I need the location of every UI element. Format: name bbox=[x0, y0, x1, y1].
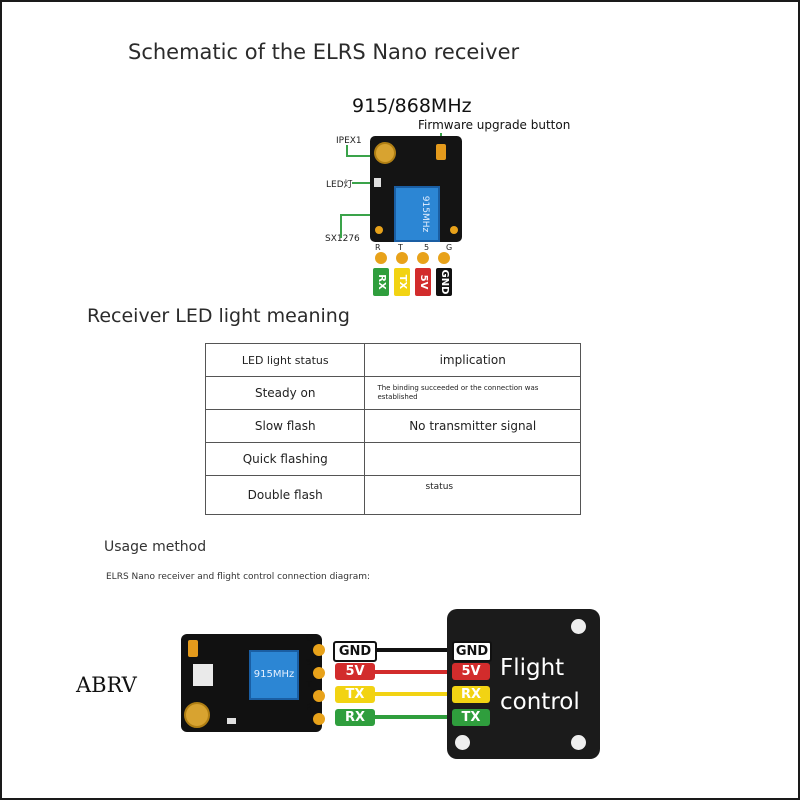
table-row: Double flash status bbox=[204, 475, 581, 515]
led-meaning-table: LED light status implication Steady on T… bbox=[204, 343, 581, 515]
pin-letter-t: T bbox=[306, 680, 312, 690]
status-cell: Quick flashing bbox=[204, 442, 366, 476]
flight-controller-board bbox=[447, 609, 600, 759]
solder-pad-tx bbox=[396, 252, 408, 264]
header-implication: implication bbox=[364, 343, 581, 377]
pin-letter-g: G bbox=[306, 634, 313, 644]
pin-label-gnd: GND bbox=[436, 268, 452, 296]
receiver-tag-5v: 5V bbox=[335, 663, 375, 680]
flight-control-label-line2: control bbox=[500, 689, 580, 715]
chip-leader-line bbox=[340, 214, 342, 238]
pad-t bbox=[313, 690, 325, 702]
mount-hole-icon bbox=[455, 735, 470, 750]
pin-label-rx: RX bbox=[373, 268, 389, 296]
ipex-leader-line bbox=[346, 155, 372, 157]
meaning-cell: The binding succeeded or the connection … bbox=[364, 376, 581, 410]
led-leader-line bbox=[352, 182, 374, 184]
led-callout: LED灯 bbox=[326, 180, 353, 190]
pad-g bbox=[313, 644, 325, 656]
pad-gnd bbox=[450, 226, 458, 234]
flight-control-label-line1: Flight bbox=[500, 655, 565, 681]
receiver-tag-tx: TX bbox=[335, 686, 375, 703]
firmware-button-label: Firmware upgrade button bbox=[418, 118, 571, 132]
pin-letter-t: T bbox=[398, 243, 403, 252]
fc-tag-gnd: GND bbox=[452, 641, 492, 662]
usage-subtitle: ELRS Nano receiver and flight control co… bbox=[106, 572, 371, 582]
table-header-row: LED light status implication bbox=[204, 343, 581, 377]
firmware-button-icon bbox=[436, 144, 446, 160]
receiver-tag-gnd: GND bbox=[333, 641, 377, 662]
solder-pad-5v bbox=[417, 252, 429, 264]
wire-gnd bbox=[368, 648, 454, 652]
led-section-title: Receiver LED light meaning bbox=[87, 305, 350, 327]
chip-callout: SX1276 bbox=[325, 234, 360, 244]
watermark-text: ABRV bbox=[76, 673, 137, 697]
table-row: Steady on The binding succeeded or the c… bbox=[204, 376, 581, 410]
pin-letter-r: R bbox=[375, 243, 381, 252]
wire-rx-tx bbox=[368, 715, 454, 719]
chip-label: 915MHz bbox=[420, 195, 430, 233]
mount-hole-icon bbox=[571, 735, 586, 750]
ipex-leader-line bbox=[346, 145, 348, 157]
wire-tx-rx bbox=[368, 692, 454, 696]
chip-label: 915MHz bbox=[253, 669, 295, 680]
pin-letter-5: 5 bbox=[306, 658, 312, 668]
meaning-cell: No transmitter signal bbox=[364, 409, 581, 443]
solder-pad-gnd bbox=[438, 252, 450, 264]
pad-r bbox=[313, 713, 325, 725]
pin-letter-5: 5 bbox=[424, 243, 430, 252]
fc-tag-rx: RX bbox=[452, 686, 490, 703]
header-led-status: LED light status bbox=[204, 343, 366, 377]
pad-5 bbox=[313, 667, 325, 679]
pin-label-tx: TX bbox=[394, 268, 410, 296]
wire-5v bbox=[368, 670, 454, 674]
chip-module: 915MHz bbox=[249, 650, 299, 700]
mount-hole-icon bbox=[571, 619, 586, 634]
table-row: Slow flash No transmitter signal bbox=[204, 409, 581, 443]
receiver-board-top: 915MHz bbox=[370, 136, 462, 242]
fc-tag-5v: 5V bbox=[452, 663, 490, 680]
chip-module: 915MHz bbox=[394, 186, 440, 242]
pin-label-5v: 5V bbox=[415, 268, 431, 296]
meaning-cell: status bbox=[364, 475, 581, 515]
ipex-callout: IPEX1 bbox=[336, 136, 362, 146]
frequency-label: 915/868MHz bbox=[352, 95, 472, 117]
status-cell: Steady on bbox=[204, 376, 366, 410]
receiver-tag-rx: RX bbox=[335, 709, 375, 726]
chip-leader-line bbox=[340, 214, 384, 216]
usage-title: Usage method bbox=[104, 539, 207, 555]
led-icon bbox=[227, 718, 236, 724]
fc-tag-tx: TX bbox=[452, 709, 490, 726]
meaning-cell bbox=[364, 442, 581, 476]
button-icon bbox=[188, 640, 198, 657]
schematic-title: Schematic of the ELRS Nano receiver bbox=[128, 40, 520, 64]
pin-letter-r: R bbox=[306, 703, 313, 713]
pin-letter-g: G bbox=[446, 243, 453, 252]
solder-pad-rx bbox=[375, 252, 387, 264]
status-cell: Double flash bbox=[204, 475, 366, 515]
pad-rx bbox=[375, 226, 383, 234]
status-cell: Slow flash bbox=[204, 409, 366, 443]
regulator-icon bbox=[193, 664, 213, 686]
led-icon bbox=[374, 178, 381, 187]
ipex-connector-icon bbox=[374, 142, 396, 164]
receiver-board-bottom: 915MHz bbox=[181, 634, 325, 732]
table-row: Quick flashing bbox=[204, 442, 581, 476]
antenna-connector-icon bbox=[184, 702, 210, 728]
